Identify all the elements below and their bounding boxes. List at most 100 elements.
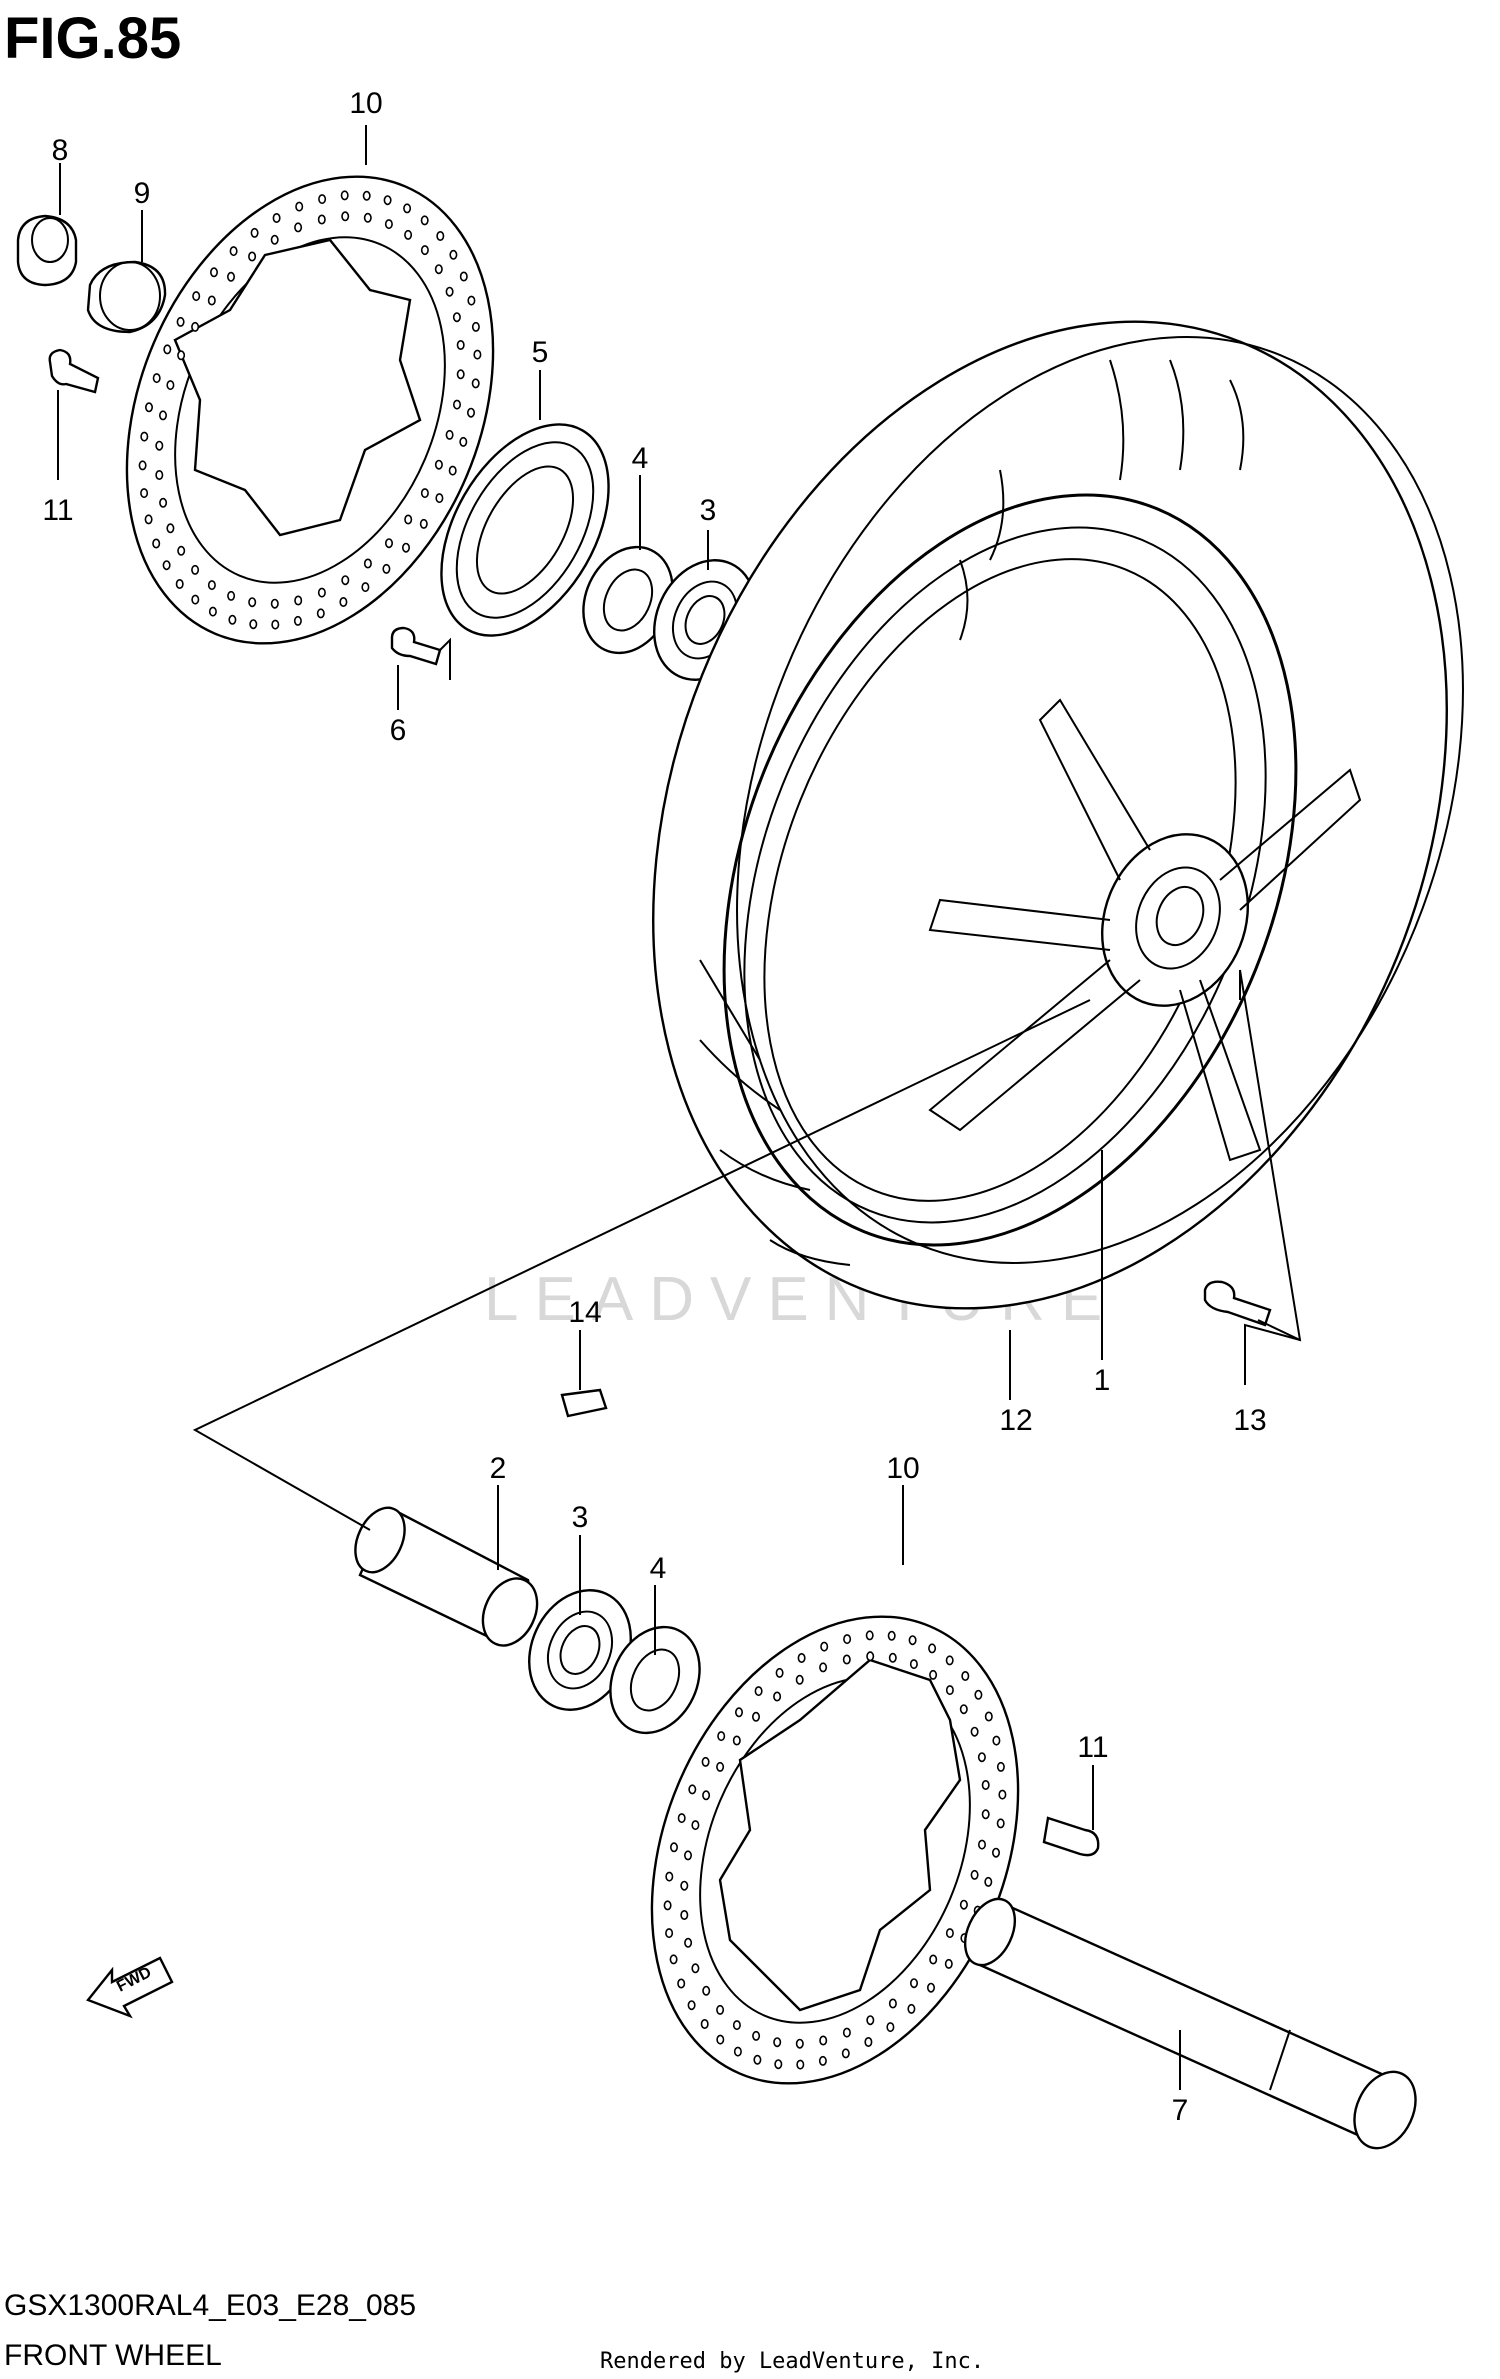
disc-hole bbox=[293, 615, 302, 626]
disc-hole bbox=[403, 203, 412, 214]
disc-hole bbox=[144, 514, 153, 525]
disc-hole bbox=[992, 1735, 1001, 1746]
forward-direction-arrow: FWD bbox=[86, 1956, 174, 2019]
disc-hole bbox=[991, 1847, 1000, 1858]
disc-hole bbox=[945, 1928, 954, 1939]
wheel-spacer bbox=[354, 1506, 539, 1647]
disc-hole bbox=[434, 459, 443, 470]
disc-hole bbox=[177, 350, 186, 361]
disc-hole bbox=[272, 213, 281, 224]
disc-hole bbox=[665, 1871, 674, 1882]
disc-hole bbox=[229, 246, 238, 257]
disc-hole bbox=[819, 1662, 828, 1673]
disc-hole bbox=[384, 219, 393, 230]
disc-hole bbox=[795, 1674, 804, 1685]
disc-hole bbox=[452, 312, 461, 323]
disc-hole bbox=[317, 214, 326, 225]
callout-3-lower: 3 bbox=[572, 1501, 589, 1534]
disc-hole bbox=[138, 460, 147, 471]
render-credit: Rendered by LeadVenture, Inc. bbox=[600, 2349, 984, 2374]
disc-hole bbox=[818, 2055, 827, 2066]
disc-hole bbox=[795, 2038, 804, 2049]
disc-hole bbox=[166, 380, 175, 391]
disc-hole bbox=[270, 234, 279, 245]
disc-hole bbox=[471, 321, 480, 332]
disc-hole bbox=[471, 378, 480, 389]
disc-hole bbox=[820, 1641, 829, 1652]
disc-hole bbox=[192, 291, 201, 302]
disc-hole bbox=[926, 1982, 935, 1993]
disc-hole bbox=[340, 190, 349, 201]
callout-14: 14 bbox=[568, 1296, 601, 1329]
callout-6: 6 bbox=[390, 714, 407, 747]
disc-hole bbox=[271, 619, 280, 630]
disc-hole bbox=[775, 1667, 784, 1678]
disc-hole bbox=[680, 1910, 689, 1921]
disc-hole bbox=[159, 497, 168, 508]
disc-hole bbox=[152, 538, 161, 549]
disc-hole bbox=[665, 1928, 674, 1939]
disc-hole bbox=[317, 587, 326, 598]
disc-hole bbox=[797, 1653, 806, 1664]
disc-hole bbox=[888, 1652, 897, 1663]
disc-hole bbox=[363, 558, 372, 569]
disc-hole bbox=[227, 590, 236, 601]
disc-hole bbox=[944, 1958, 953, 1969]
disc-hole bbox=[977, 1839, 986, 1850]
disc-hole bbox=[401, 542, 410, 553]
disc-hole bbox=[996, 1818, 1005, 1829]
disc-hole bbox=[140, 488, 149, 499]
disc-hole bbox=[459, 271, 468, 282]
disc-hole bbox=[945, 1685, 954, 1696]
disc-hole bbox=[663, 1900, 672, 1911]
disc-holes-lower bbox=[663, 1630, 1007, 2070]
disc-hole bbox=[228, 614, 237, 625]
disc-hole bbox=[208, 606, 217, 617]
disc-hole bbox=[294, 222, 303, 233]
disc-hole bbox=[929, 1954, 938, 1965]
disc-hole bbox=[456, 369, 465, 380]
disc-hole bbox=[449, 249, 458, 260]
disc-hole bbox=[796, 2059, 805, 2070]
disc-hole bbox=[434, 264, 443, 275]
disc-hole bbox=[970, 1726, 979, 1737]
disc-hole bbox=[152, 373, 161, 384]
disc-hole bbox=[452, 399, 461, 410]
disc-hole bbox=[420, 215, 429, 226]
disc-hole bbox=[404, 229, 413, 240]
disc-hole bbox=[774, 2059, 783, 2070]
disc-hole bbox=[842, 2027, 851, 2038]
disc-hole bbox=[928, 1643, 937, 1654]
disc-bolt-lower bbox=[1042, 1816, 1100, 1857]
disc-hole bbox=[248, 597, 257, 608]
disc-hole bbox=[866, 2015, 875, 2026]
callout-11-upper: 11 bbox=[42, 494, 73, 527]
disc-hole bbox=[819, 2035, 828, 2046]
disc-hole bbox=[734, 1707, 743, 1718]
disc-hole bbox=[227, 271, 236, 282]
disc-hole bbox=[702, 1790, 711, 1801]
front-axle bbox=[963, 1897, 1417, 2150]
disc-hole bbox=[162, 560, 171, 571]
disc-hole bbox=[702, 1985, 711, 1996]
disc-hole bbox=[250, 227, 259, 238]
disc-hole bbox=[677, 1813, 686, 1824]
disc-hole bbox=[436, 231, 445, 242]
disc-hole bbox=[176, 316, 185, 327]
disc-hole bbox=[294, 595, 303, 606]
callout-2: 2 bbox=[490, 1452, 507, 1485]
disc-hole bbox=[140, 431, 149, 442]
disc-hole bbox=[459, 436, 468, 447]
disc-hole bbox=[163, 344, 172, 355]
disc-hole bbox=[981, 1809, 990, 1820]
disc-hole bbox=[361, 582, 370, 593]
disc-hole bbox=[420, 245, 429, 256]
disc-hole bbox=[843, 1634, 852, 1645]
disc-hole bbox=[456, 339, 465, 350]
disc-hole bbox=[191, 564, 200, 575]
disc-hole bbox=[977, 1752, 986, 1763]
disc-hole bbox=[207, 580, 216, 591]
disc-hole bbox=[316, 608, 325, 619]
callout-11-lower: 11 bbox=[1077, 1731, 1108, 1764]
wheel-assembly bbox=[652, 320, 1464, 1310]
